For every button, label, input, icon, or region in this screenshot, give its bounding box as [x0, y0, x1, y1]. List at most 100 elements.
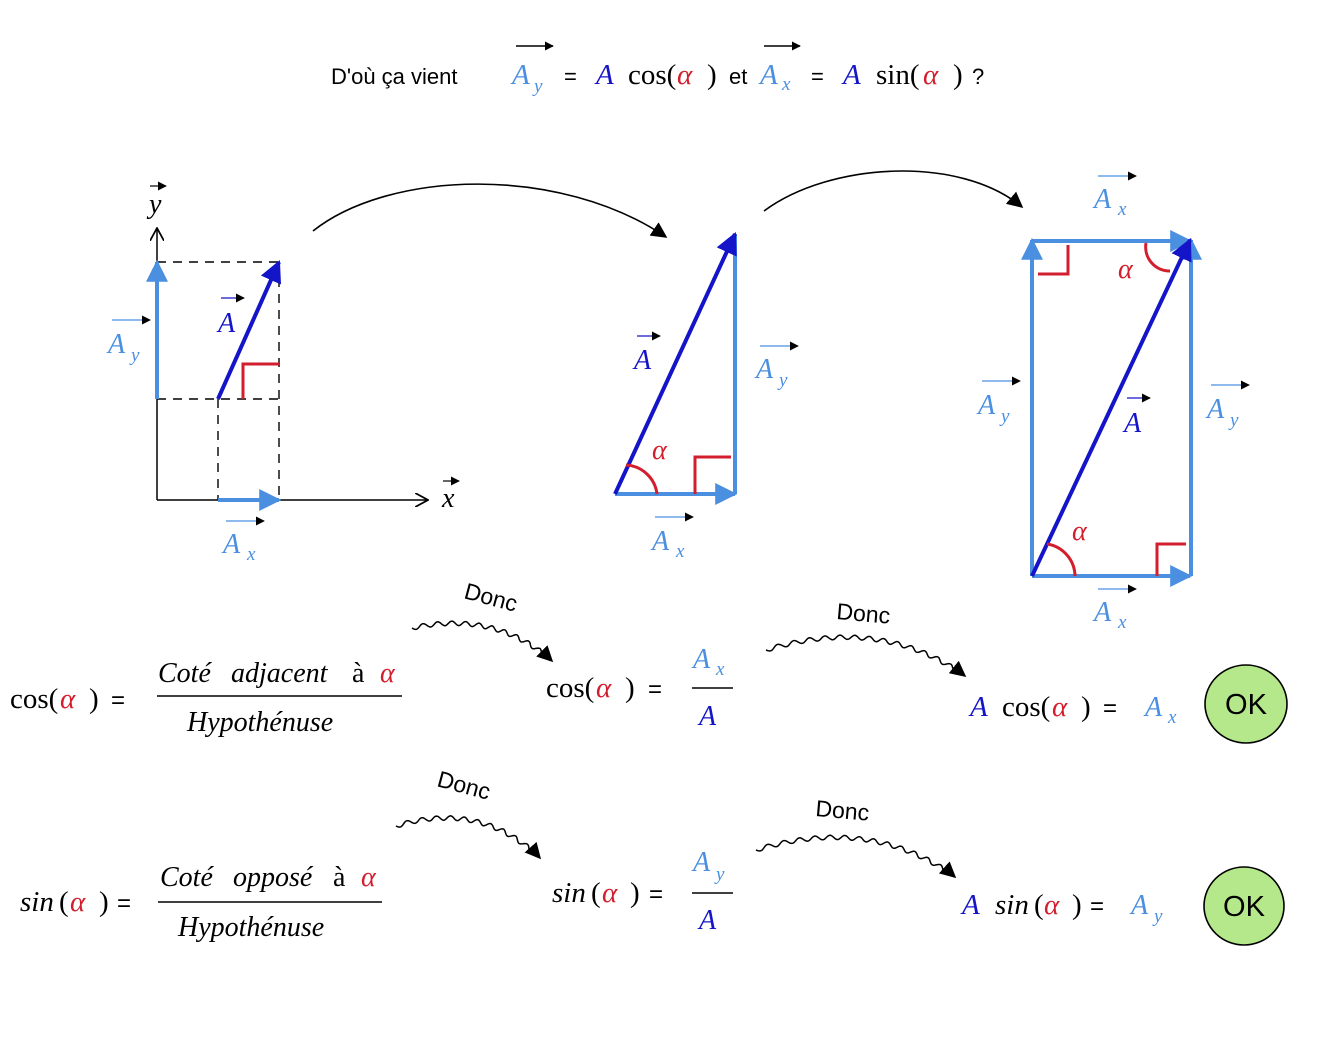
wavy-arrow-1	[411, 620, 554, 663]
sin-row-result-base: A	[1129, 890, 1149, 921]
vector-a-3-label: A	[1122, 408, 1142, 439]
sin-row-result-open: (	[1034, 889, 1044, 921]
cos-row-mid-num-base: A	[691, 644, 711, 675]
donc-label-2: Donc	[836, 598, 892, 629]
right-angle-mark-2	[693, 455, 731, 494]
sin-row-denominator: Hypothénuse	[177, 912, 324, 943]
sin-row-mid-open: (	[591, 877, 601, 909]
vector-ax-2-label-sub: x	[675, 541, 685, 562]
donc-connector-3: Donc	[395, 766, 542, 860]
cos-row-result-sub: x	[1167, 707, 1177, 728]
sin-row-lhs-close: )	[99, 886, 109, 918]
vector-a-1	[216, 259, 281, 400]
curved-arrow-1	[312, 183, 668, 238]
vector-ax-3-bottom-label-base: A	[1092, 597, 1112, 628]
diagram-triangle: α A A y A x	[613, 232, 799, 562]
cos-row-num-alpha: α	[380, 658, 396, 689]
title-equals-1: =	[564, 64, 577, 89]
ok-badge-sin	[1203, 866, 1285, 946]
sin-row-mid-num-sub: y	[714, 864, 725, 885]
sin-row-lhs-fn: sin	[20, 886, 54, 918]
vector-ax-3-top-label-base: A	[1092, 184, 1112, 215]
alpha-label-3a: α	[1118, 254, 1134, 285]
sin-row-num-word2: opposé	[233, 862, 314, 893]
title-sin-fn: sin(	[876, 59, 920, 91]
title-ax-sub: x	[781, 74, 791, 95]
vector-ay-3-right-label-sub: y	[1228, 410, 1239, 431]
cos-row-result-a: A	[968, 691, 988, 723]
x-axis-label: x	[441, 483, 455, 514]
cos-row-mid-close: )	[625, 672, 635, 704]
donc-connector-2: Donc	[765, 598, 967, 677]
sin-row-result-a: A	[960, 889, 980, 921]
cos-row-mid-alpha: α	[596, 672, 612, 704]
cos-row-result-close: )	[1081, 691, 1091, 723]
cos-row-num-word2: adjacent	[231, 658, 329, 689]
title-ax-base: A	[758, 59, 778, 91]
right-angle-mark-3a	[1038, 245, 1070, 276]
sin-row-num-alpha: α	[361, 862, 377, 893]
donc-connector-1: Donc	[411, 578, 554, 663]
sin-row-mid-fn: sin	[552, 877, 586, 909]
cos-row-mid-den: A	[697, 701, 717, 732]
vector-ay-3-right-label-base: A	[1205, 394, 1225, 425]
title-et: et	[729, 64, 747, 89]
wavy-arrow-3	[395, 815, 542, 860]
sin-row-result-fn: sin	[995, 889, 1029, 921]
sin-row-result-close: )	[1072, 889, 1082, 921]
alpha-label-3b: α	[1072, 516, 1088, 547]
cos-row-lhs-equals: =	[111, 687, 125, 714]
cos-row-lhs-alpha: α	[60, 683, 76, 715]
angle-arc-3a	[1144, 242, 1171, 273]
title-ay-base: A	[510, 59, 530, 91]
sin-row-num-word1: Coté	[160, 862, 214, 893]
ok-badge-sin-label: OK	[1223, 891, 1266, 923]
vector-a-3	[1030, 238, 1192, 577]
vector-a-2-label: A	[632, 345, 652, 376]
cos-row-denominator: Hypothénuse	[186, 707, 333, 738]
right-angle-mark-3b	[1155, 542, 1186, 576]
title-alpha-1: α	[677, 59, 693, 91]
sin-row-result-alpha: α	[1044, 889, 1060, 921]
sin-row-result-equals: =	[1090, 893, 1104, 920]
sin-row-mid-den: A	[697, 905, 717, 936]
angle-arc-3b	[1046, 542, 1077, 577]
angle-arc-2	[625, 463, 659, 495]
cos-row-num-word1: Coté	[158, 658, 212, 689]
sin-row-mid-equals: =	[649, 881, 663, 908]
sin-row-num-a: à	[333, 862, 346, 893]
ok-badge-cos	[1204, 664, 1288, 744]
right-angle-mark-1	[241, 362, 279, 399]
vector-ax-1-label-sub: x	[246, 544, 256, 565]
sin-row: sin ( α ) = Coté opposé à α Hypothénuse …	[20, 847, 1285, 946]
title-close-2: )	[953, 59, 963, 91]
vector-ay-1-label-sub: y	[129, 345, 140, 366]
vector-ay-3-left-label-base: A	[976, 390, 996, 421]
sin-row-lhs-open: (	[59, 886, 69, 918]
sin-row-mid-alpha: α	[602, 877, 618, 909]
title-alpha-2: α	[923, 59, 939, 91]
title-close-1: )	[707, 59, 717, 91]
diagram-axes-decomposition: y x A A y A x	[106, 181, 460, 565]
cos-row-result-fn: cos(	[1002, 691, 1050, 723]
donc-label-4: Donc	[815, 795, 871, 826]
vector-a-1-label: A	[216, 308, 236, 339]
curved-arrow-2	[763, 170, 1024, 212]
ok-badge-cos-label: OK	[1225, 689, 1268, 721]
diagram-rectangle: α α A A x A y A y A x	[976, 171, 1250, 633]
donc-label-3: Donc	[435, 766, 494, 805]
alpha-label-2: α	[652, 435, 668, 466]
sin-row-lhs-equals: =	[117, 890, 131, 917]
donc-label-1: Donc	[462, 578, 521, 617]
cos-row-result-alpha: α	[1052, 691, 1068, 723]
vector-ax-1-label-base: A	[221, 529, 241, 560]
vector-ay-2-label-base: A	[754, 354, 774, 385]
sin-row-mid-num-base: A	[691, 847, 711, 878]
cos-row-mid-num-sub: x	[715, 659, 725, 680]
cos-row-mid-equals: =	[648, 676, 662, 703]
sin-row-lhs-alpha: α	[70, 886, 86, 918]
vector-ax-2-label-base: A	[650, 526, 670, 557]
title-equals-2: =	[811, 64, 824, 89]
vector-ax-3-bottom-label-sub: x	[1117, 612, 1127, 633]
cos-row-mid-fn: cos(	[546, 672, 594, 704]
